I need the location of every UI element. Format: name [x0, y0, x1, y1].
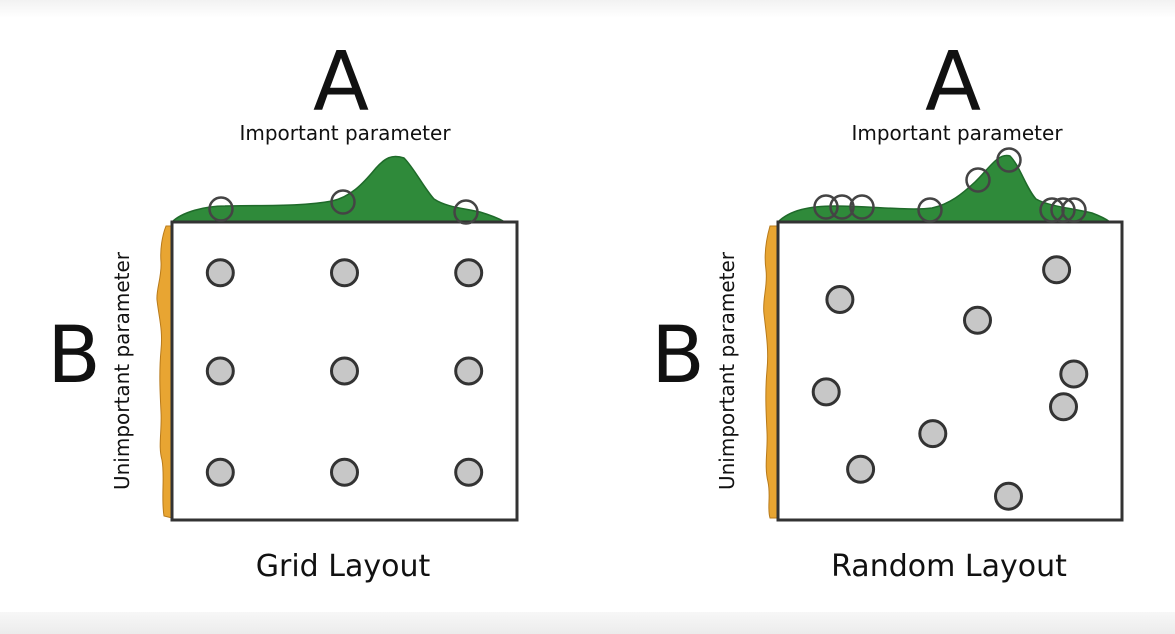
random-projection-circle: [1061, 197, 1087, 223]
grid-projection-circles: [208, 189, 479, 225]
random-projection-circle: [849, 194, 875, 220]
random-important-density: [776, 154, 1113, 223]
grid-sample-point: [205, 258, 235, 288]
grid-projection-circle: [453, 199, 479, 225]
random-sample-point: [1049, 392, 1078, 422]
random-plot-box: [776, 220, 1124, 522]
random-projection-circles: [813, 147, 1087, 223]
top-band: [0, 0, 1175, 18]
grid-projection-circle: [330, 189, 356, 215]
grid-sample-point: [454, 356, 484, 386]
grid-caption: Grid Layout: [256, 549, 431, 584]
grid-unimportant-density: [156, 225, 173, 519]
panel-random: A Important parameter B Unimportant para…: [651, 35, 1124, 584]
grid-important-label: Important parameter: [239, 121, 451, 145]
random-sample-point: [994, 481, 1023, 511]
random-points: [811, 255, 1089, 511]
random-sample-point: [963, 305, 992, 335]
panel-grid: A Important parameter B Unimportant para…: [47, 35, 519, 584]
random-letter-a: A: [925, 35, 981, 130]
grid-letter-a: A: [313, 35, 369, 130]
grid-points: [205, 258, 484, 487]
random-projection-circle: [917, 197, 943, 223]
random-sample-point: [825, 285, 855, 314]
random-sample-point: [846, 454, 876, 484]
grid-sample-point: [330, 457, 359, 487]
grid-unimportant-label: Unimportant parameter: [110, 251, 134, 490]
random-caption: Random Layout: [831, 549, 1067, 584]
random-projection-circle: [996, 147, 1022, 173]
random-unimportant-label: Unimportant parameter: [715, 251, 739, 490]
random-sample-point: [1059, 359, 1089, 389]
grid-projection-circle: [208, 196, 234, 222]
bottom-band: [0, 612, 1175, 634]
grid-sample-point: [454, 258, 484, 288]
random-unimportant-density: [763, 225, 779, 519]
random-sample-point: [811, 377, 841, 407]
random-projection-circle: [1050, 197, 1076, 223]
grid-sample-point: [330, 356, 359, 386]
random-projection-circle: [813, 194, 839, 220]
random-important-label: Important parameter: [851, 121, 1063, 145]
grid-letter-b: B: [47, 311, 101, 401]
grid-sample-point: [454, 457, 484, 487]
grid-plot-box: [170, 220, 519, 522]
random-projection-circle: [965, 167, 991, 193]
grid-sample-point: [330, 258, 359, 288]
random-letter-b: B: [651, 311, 705, 401]
random-sample-point: [918, 419, 948, 449]
grid-sample-point: [205, 356, 235, 386]
grid-sample-point: [205, 457, 235, 487]
random-projection-circle: [829, 194, 855, 220]
random-sample-point: [1042, 255, 1072, 285]
